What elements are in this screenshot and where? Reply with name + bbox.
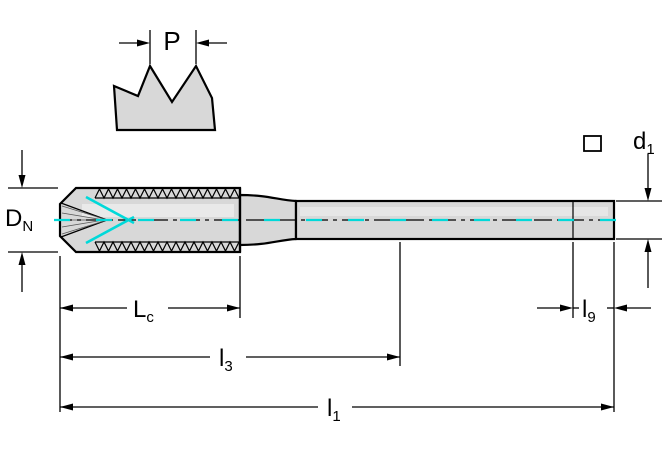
l3-label-sub: 3 [224, 358, 232, 375]
d1-arrowhead-top [644, 188, 652, 201]
lc-label-sub: c [146, 309, 154, 326]
lc-arrowhead-left [60, 304, 73, 312]
pitch-arrowhead-right [196, 39, 209, 47]
l9-arrowhead-left [560, 304, 573, 312]
spiral-flute-line-upper [85, 195, 135, 225]
pitch-arrowhead-left [137, 39, 150, 47]
dn-arrowhead-bottom [18, 252, 26, 265]
shank-highlight [300, 207, 608, 216]
thread-profile-shape [112, 63, 217, 132]
l3-label: l3 [219, 345, 233, 375]
thread-highlight [82, 204, 234, 217]
highlight-lines [54, 195, 620, 245]
dimension-l1: l1 [60, 395, 614, 425]
dimension-dn: DN [5, 150, 58, 292]
tool-body [58, 63, 616, 254]
dimension-l3: l3 [60, 345, 400, 375]
l1-label-sub: 1 [332, 408, 340, 425]
dimension-d1: d1 [583, 128, 662, 288]
lc-label-main: L [133, 296, 146, 323]
d1-label-sub: 1 [646, 141, 654, 158]
spiral-flute-line-lower [85, 215, 135, 245]
dimension-pitch: P [119, 26, 227, 64]
l1-arrowhead-left [60, 403, 73, 411]
d1-arrowhead-bottom [644, 239, 652, 252]
l9-arrowhead-right [614, 304, 627, 312]
l3-label-main: l [219, 345, 224, 372]
l3-arrowhead-right [387, 353, 400, 361]
l9-label-main: l [582, 296, 587, 323]
thread-teeth [94, 187, 240, 253]
square-end-symbol [583, 135, 602, 152]
l1-arrowhead-right [601, 403, 614, 411]
d1-label-main: d [633, 128, 646, 155]
dn-label-main: D [5, 205, 22, 232]
dn-label-sub: N [22, 218, 33, 235]
dn-label: DN [5, 205, 33, 235]
dn-arrowhead-top [18, 175, 26, 188]
l1-label: l1 [327, 395, 341, 425]
l9-label-sub: 9 [587, 309, 595, 326]
dimension-l9: l9 [537, 296, 651, 326]
lc-label: Lc [133, 296, 154, 326]
length-extension-lines [59, 242, 615, 412]
lc-arrowhead-right [227, 304, 240, 312]
l1-label-main: l [327, 395, 332, 422]
l3-arrowhead-left [60, 353, 73, 361]
dimension-lc: Lc [60, 296, 240, 326]
l9-label: l9 [582, 296, 596, 326]
d1-label: d1 [633, 128, 655, 158]
pitch-label: P [163, 26, 180, 56]
